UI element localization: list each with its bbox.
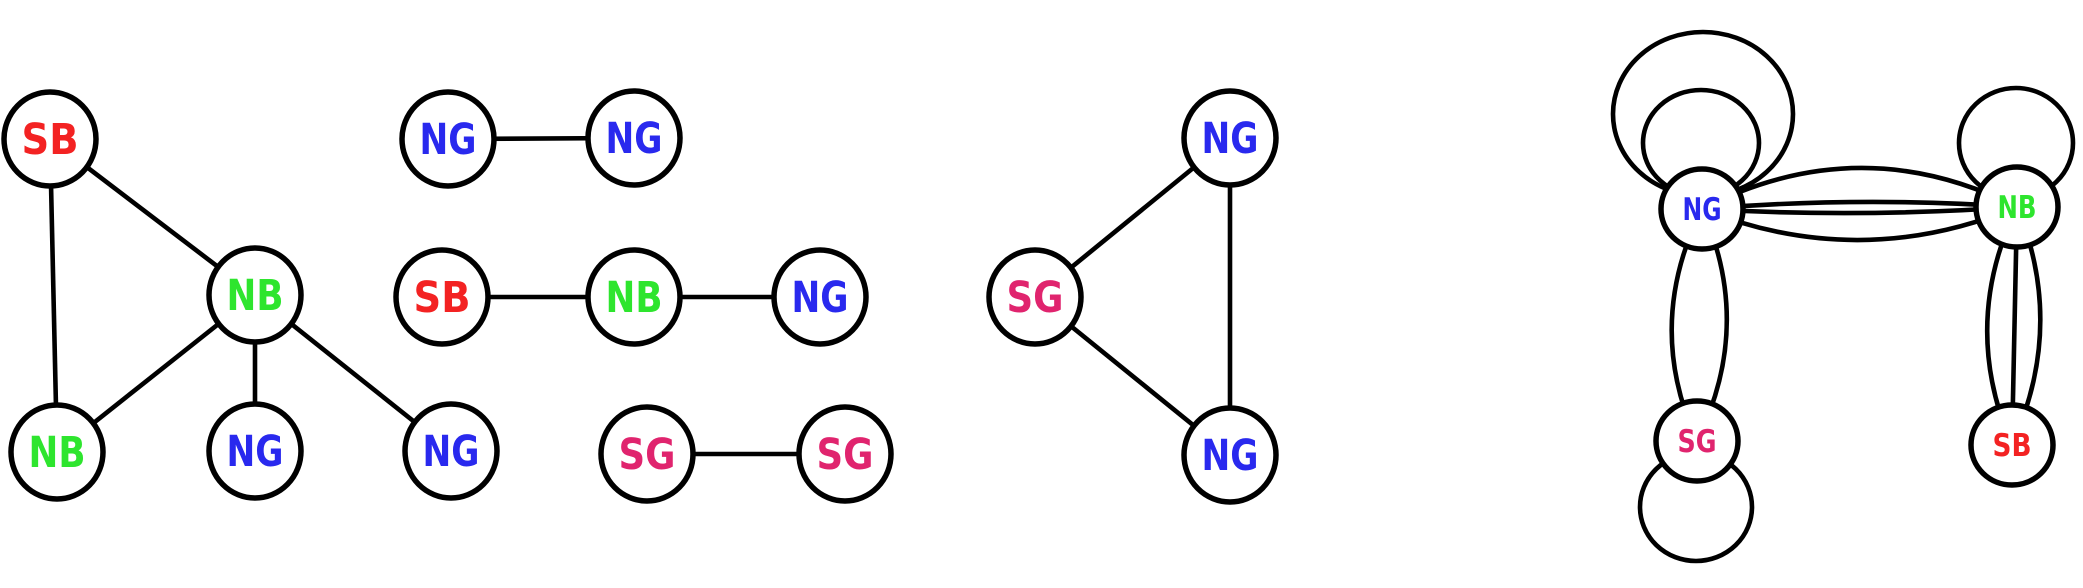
node-circle bbox=[206, 245, 304, 345]
node-circle bbox=[8, 402, 106, 502]
graph-2: NG NG bbox=[399, 88, 683, 189]
graph-4: SG SG bbox=[598, 404, 894, 504]
node-circle bbox=[796, 404, 894, 504]
node-label: NG bbox=[227, 427, 284, 477]
node-label: SB bbox=[414, 273, 471, 323]
node-circle bbox=[1181, 405, 1279, 505]
edge bbox=[1701, 204, 2018, 243]
node-circle bbox=[1973, 164, 2061, 250]
node-label: NG bbox=[423, 427, 480, 477]
edge bbox=[1700, 165, 2019, 212]
node-label: NG bbox=[1202, 114, 1259, 164]
node-label: NG bbox=[1683, 192, 1722, 228]
graph-3: SB NB NG bbox=[393, 247, 869, 347]
node-label: SB bbox=[22, 115, 79, 165]
node-circle bbox=[585, 247, 683, 347]
node-circle bbox=[399, 89, 497, 189]
node-label: NG bbox=[606, 114, 663, 164]
node-label: SG bbox=[1678, 424, 1717, 460]
graph-6: NG NB SG SB bbox=[1610, 29, 2076, 564]
node-circle bbox=[1658, 166, 1746, 252]
node-circle bbox=[986, 247, 1084, 347]
node-label: NB bbox=[1998, 190, 2037, 226]
node-label: NB bbox=[606, 273, 663, 323]
node-label: SG bbox=[817, 430, 874, 480]
node-circle bbox=[1653, 398, 1741, 484]
node-label: SG bbox=[619, 430, 676, 480]
graph-5: SG NG NG bbox=[986, 88, 1279, 505]
node-circle bbox=[393, 247, 491, 347]
node-label: NG bbox=[420, 115, 477, 165]
node-label: SG bbox=[1007, 273, 1064, 323]
node-label: NG bbox=[1202, 431, 1259, 481]
node-circle bbox=[585, 88, 683, 188]
node-label: NB bbox=[29, 428, 86, 478]
node-circle bbox=[771, 247, 869, 347]
node-circle bbox=[1181, 88, 1279, 188]
node-circle bbox=[206, 401, 304, 501]
node-label: SB bbox=[1993, 428, 2032, 464]
node-label: NG bbox=[792, 273, 849, 323]
node-label: NB bbox=[227, 271, 284, 321]
node-circle bbox=[1, 89, 99, 189]
graph-1: SB NB NB NG NG bbox=[1, 89, 500, 502]
edge bbox=[47, 138, 60, 453]
node-circle bbox=[402, 401, 500, 501]
node-circle bbox=[1968, 402, 2056, 488]
node-circle bbox=[598, 404, 696, 504]
